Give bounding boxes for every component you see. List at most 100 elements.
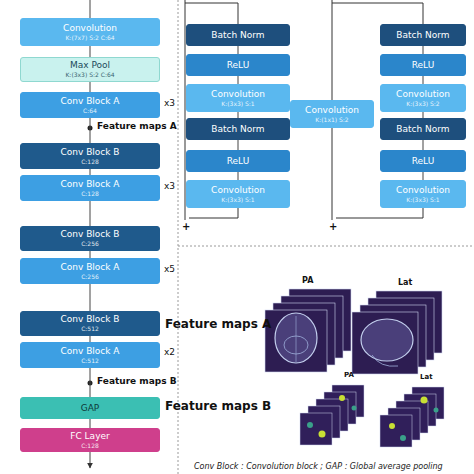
node-subtitle: C:128 [81, 190, 99, 198]
node-title: ReLU [412, 156, 435, 167]
layer-box: GAP [20, 397, 160, 419]
node-subtitle: K:(1x1) S:2 [315, 116, 348, 124]
node-title: Conv Block A [60, 96, 119, 107]
connector-line [90, 118, 91, 143]
node-subtitle: C:512 [81, 325, 99, 333]
connector-line [238, 172, 239, 180]
layer-box: ConvolutionK:(1x1) S:2 [290, 100, 374, 128]
annotation-label: x5 [164, 265, 175, 275]
node-title: Conv Block B [60, 147, 119, 158]
connector-line [423, 172, 424, 180]
heatmap-stack [300, 385, 364, 445]
layer-box: ConvolutionK:(3x3) S:1 [186, 180, 290, 208]
annotation-label: Lat [398, 279, 412, 288]
skull-detail [372, 355, 398, 366]
layer-box: Conv Block AC:128 [20, 175, 160, 201]
connector-line [423, 46, 424, 54]
layer-box: Batch Norm [380, 118, 466, 140]
activation-blob [434, 408, 439, 413]
node-title: Batch Norm [211, 30, 264, 41]
node-title: Conv Block A [60, 179, 119, 190]
annotation-label: + [329, 221, 337, 232]
node-subtitle: K:(3x3) S:2 [406, 100, 439, 108]
layer-box: Conv Block AC:256 [20, 258, 160, 284]
node-title: Convolution [396, 185, 450, 196]
xray-stack [265, 289, 351, 372]
layer-box: ReLU [186, 54, 290, 76]
activation-blob [319, 431, 326, 438]
annotation-label: PA [302, 277, 313, 286]
skip-wire [332, 3, 333, 100]
node-subtitle: C:512 [81, 357, 99, 365]
layer-box: Conv Block AC:512 [20, 342, 160, 368]
node-title: Convolution [305, 105, 359, 116]
feature-map [300, 413, 332, 445]
connector-line [90, 368, 91, 397]
layer-box: Max PoolK:(3x3) S:2 C:64 [20, 57, 160, 82]
node-title: ReLU [227, 156, 250, 167]
connector-line [423, 140, 424, 150]
node-title: Max Pool [70, 60, 110, 71]
layer-box: Conv Block AC:64 [20, 92, 160, 118]
node-title: Convolution [63, 23, 117, 34]
connector-line [238, 140, 239, 150]
connector-line [90, 284, 91, 311]
heatmap-stack [380, 387, 444, 447]
layer-box: ReLU [380, 150, 466, 172]
connector-line [238, 76, 239, 84]
activation-blob [352, 406, 357, 411]
node-title: Conv Block B [60, 229, 119, 240]
connector-line [90, 201, 91, 226]
node-title: Conv Block A [60, 346, 119, 357]
activation-blob [421, 397, 428, 404]
input-line [90, 0, 91, 18]
node-title: Convolution [396, 89, 450, 100]
connector-line [90, 46, 91, 57]
connector-line [423, 76, 424, 84]
activation-blob [307, 422, 313, 428]
feature-map [265, 310, 327, 372]
node-subtitle: C:256 [81, 240, 99, 248]
layer-box: Conv Block BC:128 [20, 143, 160, 169]
tap-dot [88, 126, 93, 131]
layer-box: ConvolutionK:(3x3) S:2 [380, 84, 466, 112]
annotation-label: PA [344, 372, 354, 380]
layer-box: FC LayerC:128 [20, 428, 160, 452]
layer-box: ConvolutionK:(7x7) S:2 C:64 [20, 18, 160, 46]
layer-box: Conv Block BC:512 [20, 311, 160, 336]
node-title: Convolution [211, 89, 265, 100]
node-subtitle: K:(3x3) S:2 C:64 [65, 71, 114, 79]
layer-box: ConvolutionK:(3x3) S:1 [186, 84, 290, 112]
divider-line [178, 246, 474, 247]
connector-line [90, 82, 91, 92]
connector-line [90, 419, 91, 428]
block-input-wire [332, 0, 423, 24]
node-title: Conv Block A [60, 262, 119, 273]
layer-box: Batch Norm [186, 24, 290, 46]
merge-wire [189, 208, 238, 218]
layer-box: ReLU [186, 150, 290, 172]
layer-box: Batch Norm [186, 118, 290, 140]
feature-map [380, 415, 412, 447]
node-title: GAP [81, 403, 100, 414]
node-subtitle: C:128 [81, 442, 99, 450]
node-subtitle: K:(7x7) S:2 C:64 [65, 34, 114, 42]
annotation-label: x3 [164, 182, 175, 192]
node-title: FC Layer [70, 431, 109, 442]
merge-wire [336, 208, 423, 218]
annotation-label: x2 [164, 348, 175, 358]
node-title: Batch Norm [211, 124, 264, 135]
node-title: Convolution [211, 185, 265, 196]
annotation-label: + [182, 221, 190, 232]
annotation-label: Feature maps A [165, 318, 271, 331]
node-title: Batch Norm [396, 30, 449, 41]
annotation-label: Lat [420, 374, 433, 382]
annotation-label: Feature maps B [165, 400, 271, 413]
feature-map [352, 312, 418, 374]
activation-blob [400, 435, 406, 441]
block-input-wire [185, 0, 238, 24]
node-title: ReLU [412, 60, 435, 71]
output-arrow [90, 452, 91, 468]
node-subtitle: K:(3x3) S:1 [221, 196, 254, 204]
